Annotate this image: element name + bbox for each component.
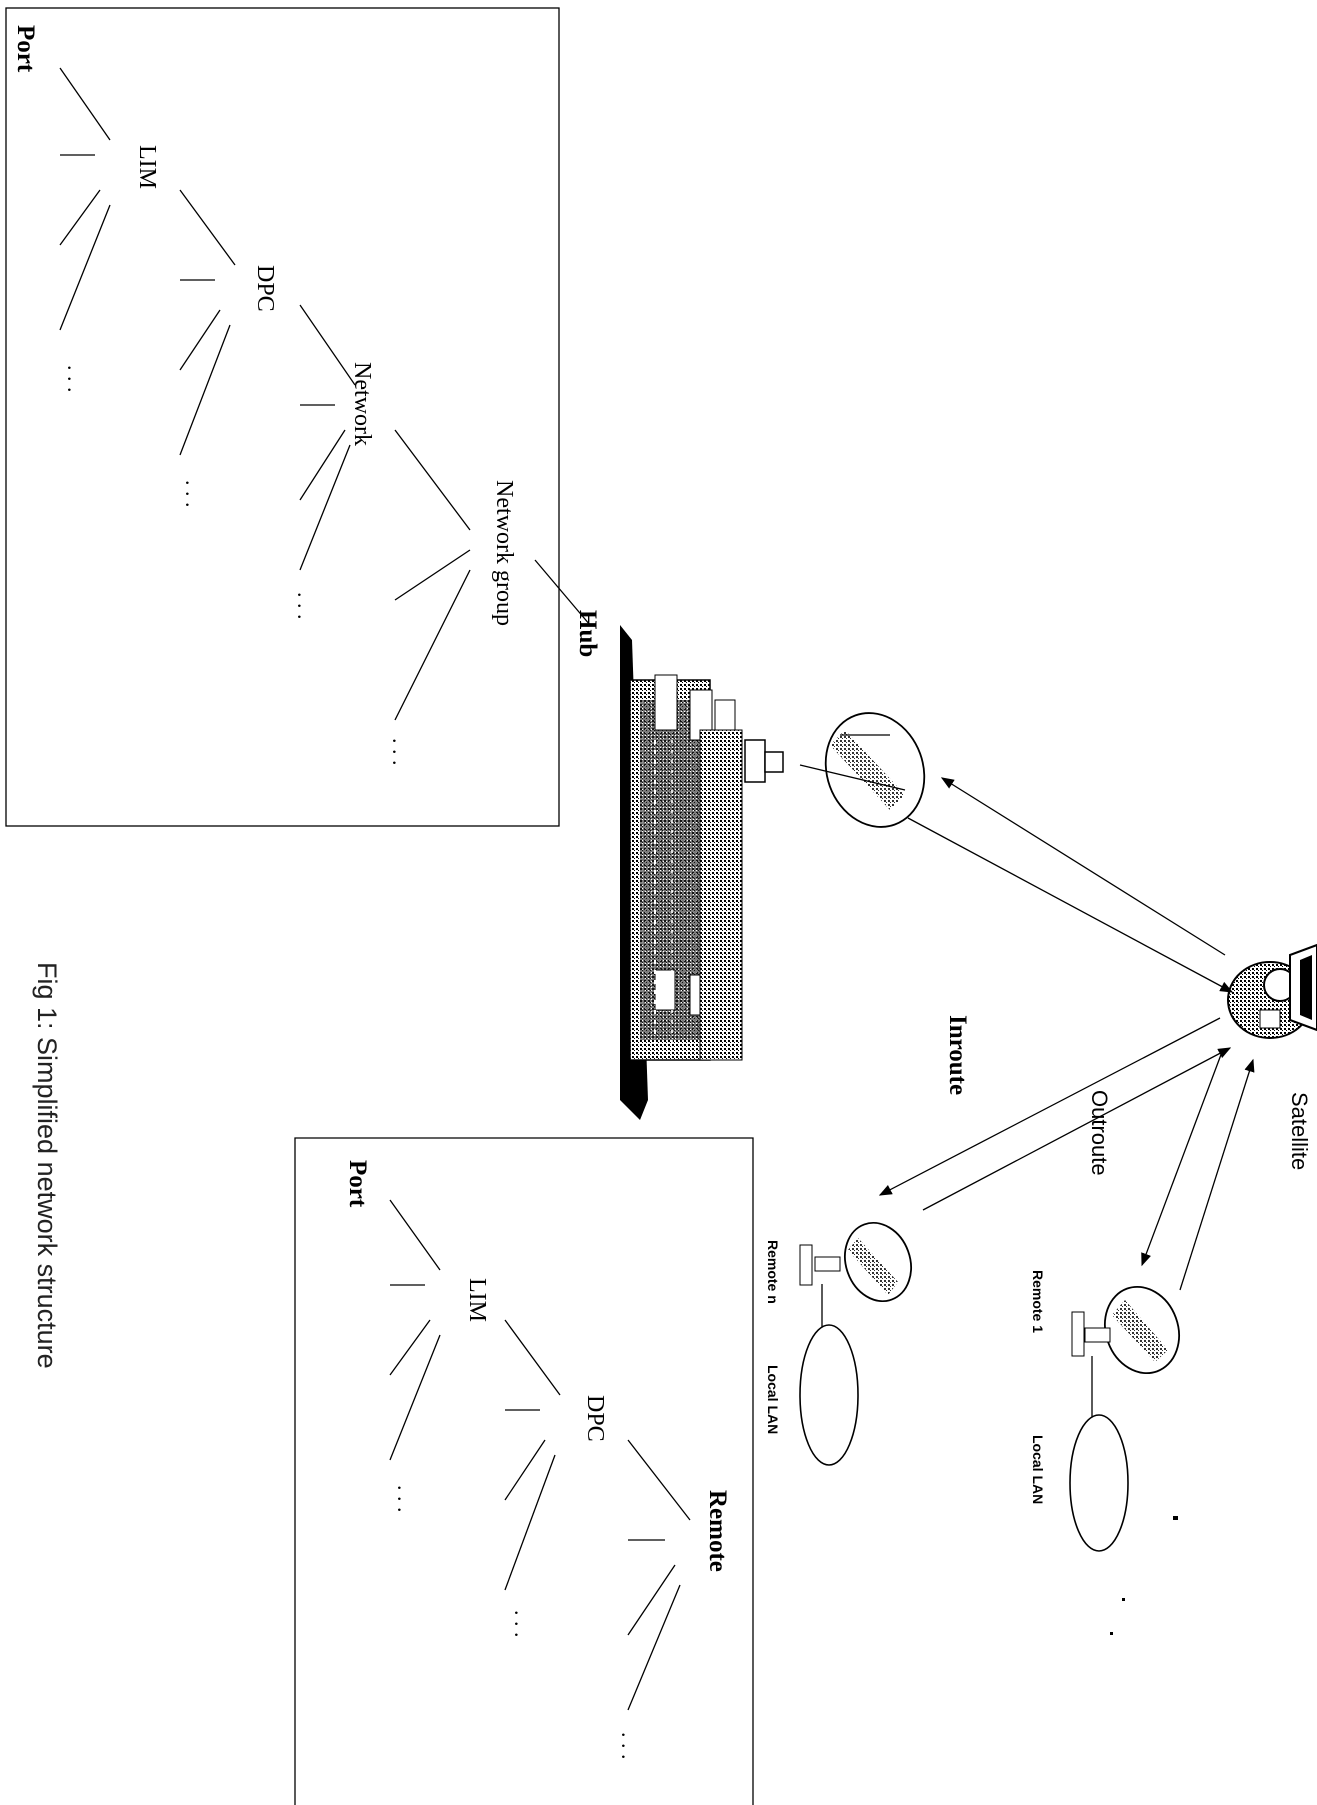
- remote-n-lan: [800, 1325, 858, 1465]
- hub-dish-icon: [800, 699, 940, 841]
- satellite-icon: [1228, 945, 1317, 1038]
- remote-tree-ellipsis: . . .: [510, 1610, 535, 1638]
- remote-n-lan-label: Local LAN: [765, 1365, 781, 1434]
- hub-label: Hub: [574, 610, 601, 657]
- hub-tree-port-label: Port: [12, 25, 39, 73]
- hub-tree-box: Port LIM DPC Network Network group . . .…: [6, 8, 590, 826]
- hub-tree-ellipsis: . . .: [388, 738, 413, 766]
- hub-tree-lim-label: LIM: [134, 145, 160, 189]
- satellite-label: Satellite: [1287, 1092, 1312, 1170]
- outroute-label: Outroute: [1087, 1090, 1112, 1176]
- hub-tree-labels: Port LIM DPC Network Network group . . .…: [12, 25, 517, 766]
- continuation-dots: [1110, 1516, 1178, 1635]
- inroute-links: [880, 1018, 1230, 1210]
- hub-station-icon: [620, 625, 783, 1120]
- hub-tree-network-group-label: Network group: [491, 480, 517, 626]
- remote-n-dish-icon: [800, 1213, 922, 1345]
- remote-tree-remote-label: Remote: [704, 1490, 731, 1572]
- remote-n-label: Remote n: [765, 1240, 781, 1304]
- inroute-label: Inroute: [944, 1015, 971, 1095]
- hub-tree-dpc-label: DPC: [252, 265, 278, 312]
- outroute-links: [1142, 1052, 1253, 1290]
- remote-tree-lines: [390, 1200, 690, 1710]
- remote-tree-box: Port LIM DPC Remote . . . . . . . . .: [295, 1138, 753, 1805]
- remote-tree-ellipsis: . . .: [393, 1485, 418, 1513]
- remote-1-lan: [1070, 1415, 1128, 1551]
- remote-tree-port-label: Port: [344, 1160, 371, 1208]
- remote-tree-labels: Port LIM DPC Remote . . . . . . . . .: [344, 1160, 731, 1760]
- hub-tree-network-label: Network: [349, 362, 375, 446]
- figure-caption: Fig 1: Simplified network structure: [32, 962, 62, 1369]
- hub-tree-ellipsis: . . .: [181, 480, 206, 508]
- hub-tree-ellipsis: . . .: [293, 592, 318, 620]
- hub-satellite-links: [908, 778, 1232, 992]
- remote-tree-ellipsis: . . .: [617, 1732, 642, 1760]
- hub-tree-ellipsis: . . .: [63, 365, 88, 393]
- remote-tree-lim-label: LIM: [464, 1278, 490, 1322]
- remote-1-lan-label: Local LAN: [1030, 1435, 1046, 1504]
- remote-tree-dpc-label: DPC: [582, 1395, 608, 1442]
- remote-1-label: Remote 1: [1030, 1270, 1046, 1333]
